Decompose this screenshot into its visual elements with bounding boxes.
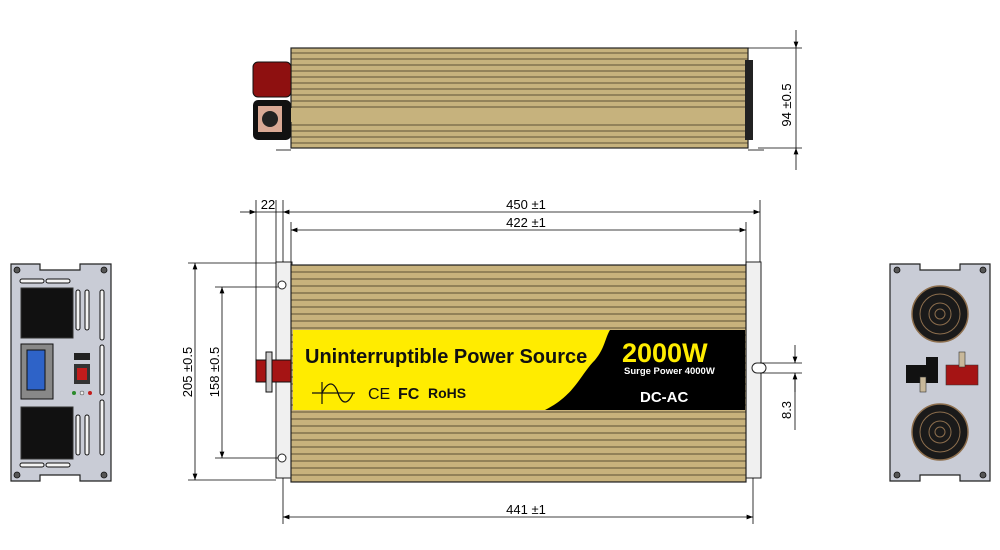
terminal-bolt-icon (262, 111, 278, 127)
cert-ce: CE (368, 386, 390, 403)
vent-slot (84, 289, 90, 331)
negative-terminal (906, 357, 938, 383)
vent-slot (19, 462, 45, 468)
led-red (88, 391, 92, 395)
dim-body-length: 422 ±1 (506, 215, 546, 230)
screw-icon (893, 471, 901, 479)
front-view: Uninterruptible Power Source 2000W Surge… (180, 197, 802, 524)
dim-overall-width: 205 ±0.5 (180, 347, 195, 398)
vent-slot (99, 344, 105, 396)
top-flat-band (291, 108, 748, 122)
mount-slot (751, 362, 767, 374)
red-terminal-front (255, 359, 292, 383)
usb-port (74, 353, 90, 360)
led-white (79, 390, 85, 396)
label-surge: Surge Power 4000W (624, 366, 715, 377)
top-view: 94 ±0.5 (252, 30, 802, 170)
mount-hole (277, 453, 287, 463)
sine-wave-icon (312, 382, 355, 404)
screw-icon (893, 266, 901, 274)
screw-icon (100, 266, 108, 274)
screw-icon (100, 471, 108, 479)
label-title: Uninterruptible Power Source (305, 346, 587, 368)
label-power: 2000W (622, 338, 708, 368)
vent-slot (45, 278, 71, 284)
dim-height: 94 ±0.5 (779, 83, 794, 126)
terminal-stud (958, 351, 966, 368)
cert-rohs: RoHS (428, 385, 466, 401)
positive-terminal (945, 364, 979, 386)
vent-slot (84, 414, 90, 456)
terminal-stud (265, 351, 273, 393)
mount-hole (277, 280, 287, 290)
vent-slot (45, 462, 71, 468)
screw-icon (13, 266, 21, 274)
vent-slot (99, 289, 105, 341)
screw-icon (979, 266, 987, 274)
fan-top-icon (911, 285, 969, 343)
label-type: DC-AC (640, 389, 688, 406)
vent-slot (19, 278, 45, 284)
ac-end-panel (10, 263, 112, 482)
dim-offset: 22 (261, 197, 275, 212)
ac-outlet-top (20, 287, 74, 339)
remote-port-red (77, 368, 87, 380)
vent-slot (99, 399, 105, 456)
dim-slot: 8.3 (779, 401, 794, 419)
power-switch-rocker (26, 349, 46, 391)
top-body (290, 47, 749, 149)
rear-panel-edge (745, 60, 753, 140)
led-green (72, 391, 76, 395)
cert-fc: FC (398, 386, 420, 403)
label-black (545, 330, 745, 410)
terminal-stud (919, 376, 927, 393)
dc-end-panel (889, 263, 991, 482)
screw-icon (979, 471, 987, 479)
ac-outlet-bottom (20, 406, 74, 460)
vent-slot (75, 289, 81, 331)
vent-slot (75, 414, 81, 456)
fan-bottom-icon (911, 403, 969, 461)
dim-overall-length: 450 ±1 (506, 197, 546, 212)
dim-base-length: 441 ±1 (506, 502, 546, 517)
screw-icon (13, 471, 21, 479)
dim-mount-width: 158 ±0.5 (207, 347, 222, 398)
red-terminal-top (252, 61, 292, 98)
